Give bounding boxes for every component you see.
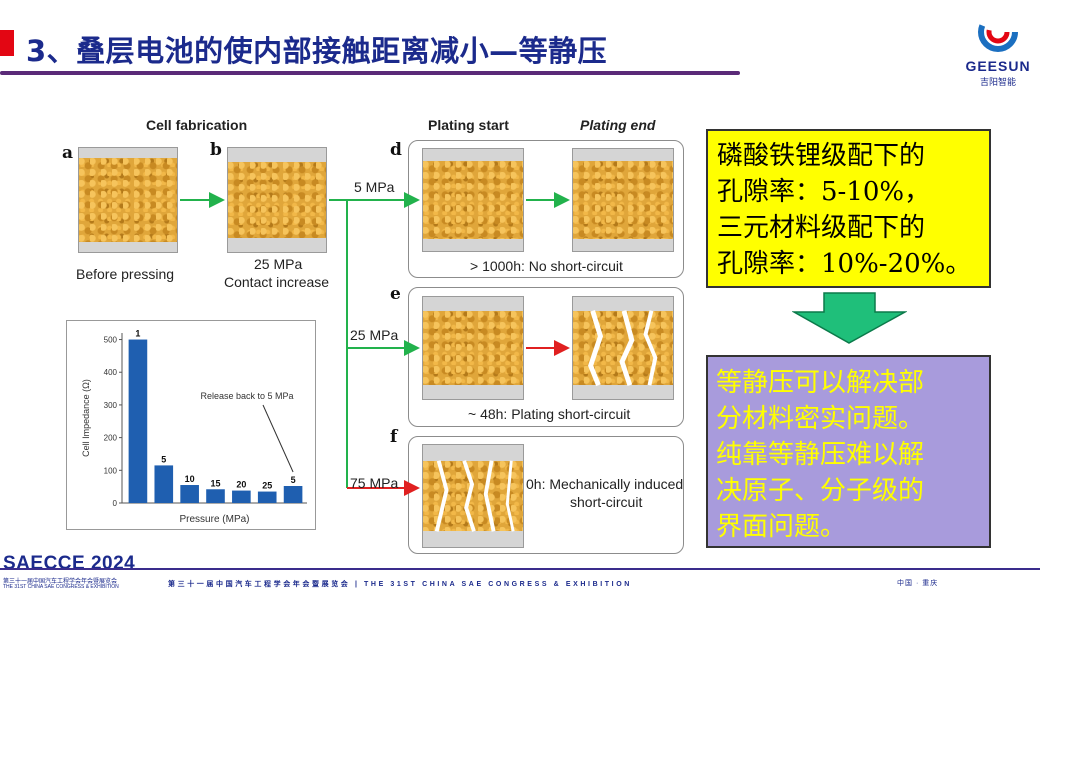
down-arrow-icon — [792, 292, 907, 344]
cell-f — [422, 444, 524, 548]
bar — [232, 490, 251, 503]
footer-logo: SAECCE 2024 — [3, 553, 136, 574]
x-axis-title: Pressure (MPa) — [179, 514, 249, 525]
isostatic-conclusion: 等静压可以解决部 分材料密实问题。 纯靠等静压难以解 决原子、分子级的 界面问题… — [706, 355, 991, 548]
panel-letter-d: d — [390, 140, 402, 160]
conclusion-line-2: 分材料密实问题。 — [716, 404, 925, 434]
footer-logo-subtitle-en: THE 31ST CHINA SAE CONGRESS & EXHIBITION — [3, 584, 119, 590]
dendrite-cracks — [588, 310, 658, 387]
logo-word: GEESUN — [965, 58, 1031, 74]
label-e-pressure: 25 MPa — [350, 327, 399, 343]
footer-logo-subtitle: 第三十一届中国汽车工程学会年会暨展览会 — [3, 579, 118, 585]
bar-label: 15 — [210, 478, 220, 488]
porosity-line-3: 三元材料级配下的 — [717, 213, 926, 243]
y-tick-label: 500 — [104, 336, 118, 345]
bar — [180, 485, 199, 503]
cell-d-start — [422, 148, 524, 252]
label-d-pressure: 5 MPa — [354, 179, 395, 195]
caption-f-line2: short-circuit — [570, 494, 643, 510]
y-tick-label: 400 — [104, 368, 118, 377]
porosity-line-2: 孔隙率：5-10%， — [717, 177, 931, 207]
y-tick-label: 0 — [113, 499, 118, 508]
cell-25mpa — [227, 147, 327, 253]
caption-f-line1: 0h: Mechanically induced — [526, 476, 684, 492]
conclusion-line-3: 纯靠等静压难以解 — [716, 440, 925, 470]
bar — [154, 465, 174, 503]
header-cell-fabrication: Cell fabrication — [146, 117, 248, 133]
bar — [206, 489, 225, 503]
bar-label: 25 — [262, 481, 272, 491]
footer-rule — [0, 568, 1040, 570]
bar — [257, 491, 277, 503]
cell-e-start — [422, 296, 524, 400]
annotation-arrow — [262, 404, 294, 473]
process-arrows — [180, 192, 570, 496]
geesun-logo-icon — [978, 12, 1018, 52]
title-underline — [0, 71, 740, 75]
footer-text: 第三十一届中国汽车工程学会年会暨展览会 | THE 31ST CHINA SAE… — [168, 581, 632, 588]
y-axis-title: Cell Impedance (Ω) — [81, 379, 91, 457]
panel-letter-a: a — [62, 143, 74, 163]
bar — [128, 339, 148, 503]
research-figure: Cell fabrication Plating start Plating e… — [60, 100, 700, 560]
release-annotation: Release back to 5 MPa — [200, 391, 293, 401]
label-b-pressure: 25 MPa — [254, 256, 303, 272]
bar-label: 10 — [185, 474, 195, 484]
cell-e-end — [572, 296, 674, 400]
slide-title: 3、叠层电池的使内部接触距离减小—等静压 — [26, 34, 608, 68]
y-tick-label: 300 — [104, 401, 118, 410]
panel-letter-f: f — [390, 427, 398, 447]
caption-e: ~ 48h: Plating short-circuit — [468, 406, 631, 422]
porosity-line-4: 孔隙率：10%-20%。 — [717, 249, 972, 279]
geesun-logo: GEESUN 吉阳智能 — [958, 10, 1038, 90]
label-b-contact: Contact increase — [224, 274, 330, 290]
y-tick-label: 100 — [104, 466, 118, 475]
header-plating-end: Plating end — [580, 117, 656, 133]
mechanical-cracks — [434, 460, 515, 532]
porosity-line-1: 磷酸铁锂级配下的 — [717, 141, 926, 171]
header-plating-start: Plating start — [428, 117, 509, 133]
title-marker — [0, 30, 14, 56]
logo-subtitle: 吉阳智能 — [979, 77, 1016, 87]
porosity-callout: 磷酸铁锂级配下的 孔隙率：5-10%， 三元材料级配下的 孔隙率：10%-20%… — [706, 129, 991, 288]
label-before-pressing: Before pressing — [76, 266, 175, 282]
conclusion-line-1: 等静压可以解决部 — [716, 368, 925, 398]
conclusion-line-5: 界面问题。 — [716, 512, 847, 542]
bar-label: 5 — [291, 475, 296, 485]
cell-d-end — [572, 148, 674, 252]
footer-location: 中国 · 重庆 — [897, 580, 939, 587]
cell-before-pressing — [78, 147, 178, 253]
panel-letter-e: e — [390, 284, 401, 304]
panel-letter-b: b — [210, 140, 222, 160]
conclusion-line-4: 决原子、分子级的 — [716, 476, 925, 506]
bar-label: 1 — [135, 329, 140, 339]
y-tick-label: 200 — [104, 434, 118, 443]
bar-label: 5 — [161, 454, 166, 464]
bar-label: 20 — [236, 480, 246, 490]
label-f-pressure: 75 MPa — [350, 475, 399, 491]
bar — [283, 486, 303, 503]
caption-d: > 1000h: No short-circuit — [470, 258, 623, 274]
